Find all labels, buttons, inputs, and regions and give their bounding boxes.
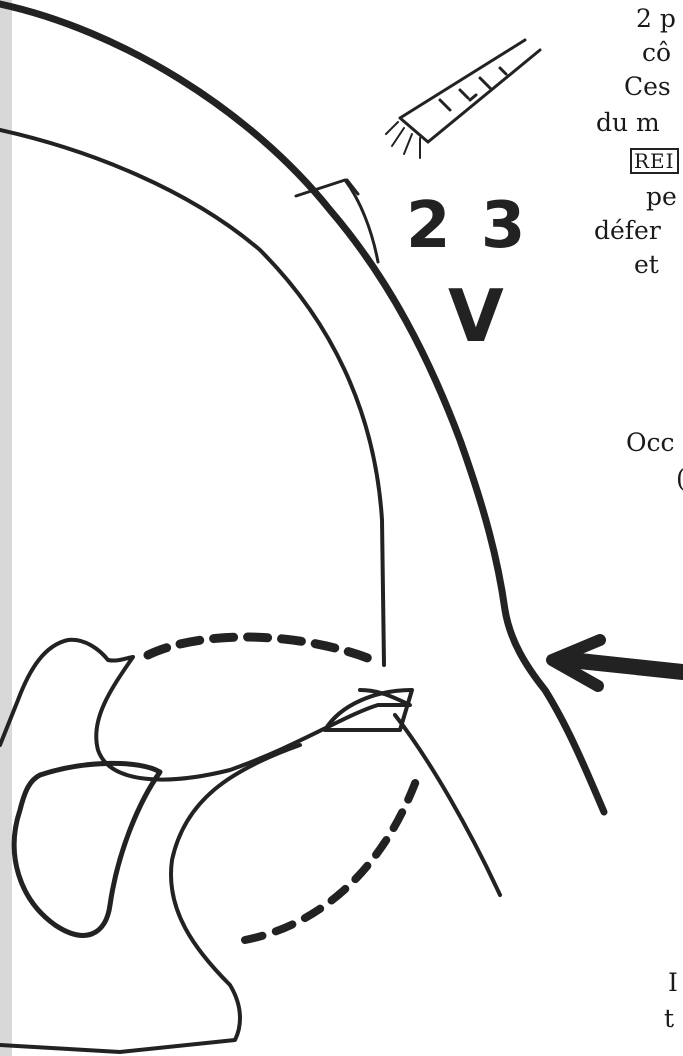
outer-contour bbox=[0, 4, 604, 812]
text-line-12: t bbox=[664, 1004, 674, 1034]
text-line-10: ( bbox=[676, 464, 683, 494]
arrow-shaft bbox=[570, 660, 683, 672]
number-label: 2 3 bbox=[406, 190, 529, 262]
pencil-outline bbox=[400, 40, 540, 142]
inner-cavity bbox=[14, 763, 160, 935]
margin-shadow bbox=[0, 0, 12, 1056]
text-line-4: du m bbox=[596, 108, 660, 138]
text-line-11: I bbox=[668, 968, 678, 998]
text-line-2: cô bbox=[642, 38, 671, 68]
dashed-arc-lower bbox=[245, 770, 420, 940]
text-line-1: 2 p bbox=[636, 4, 676, 34]
text-line-8: et bbox=[634, 250, 659, 280]
text-line-9: Occ bbox=[626, 428, 675, 458]
jaw-contour bbox=[0, 640, 410, 780]
text-line-5-boxed: REI bbox=[630, 148, 679, 174]
dashed-arc-upper bbox=[148, 637, 378, 662]
text-line-6: pe bbox=[646, 182, 677, 212]
pencil-bristles bbox=[386, 122, 420, 158]
text-line-3: Ces bbox=[624, 72, 671, 102]
text-line-7: défer bbox=[594, 216, 661, 246]
skull-base bbox=[395, 715, 500, 895]
v-mark: V bbox=[448, 276, 504, 356]
